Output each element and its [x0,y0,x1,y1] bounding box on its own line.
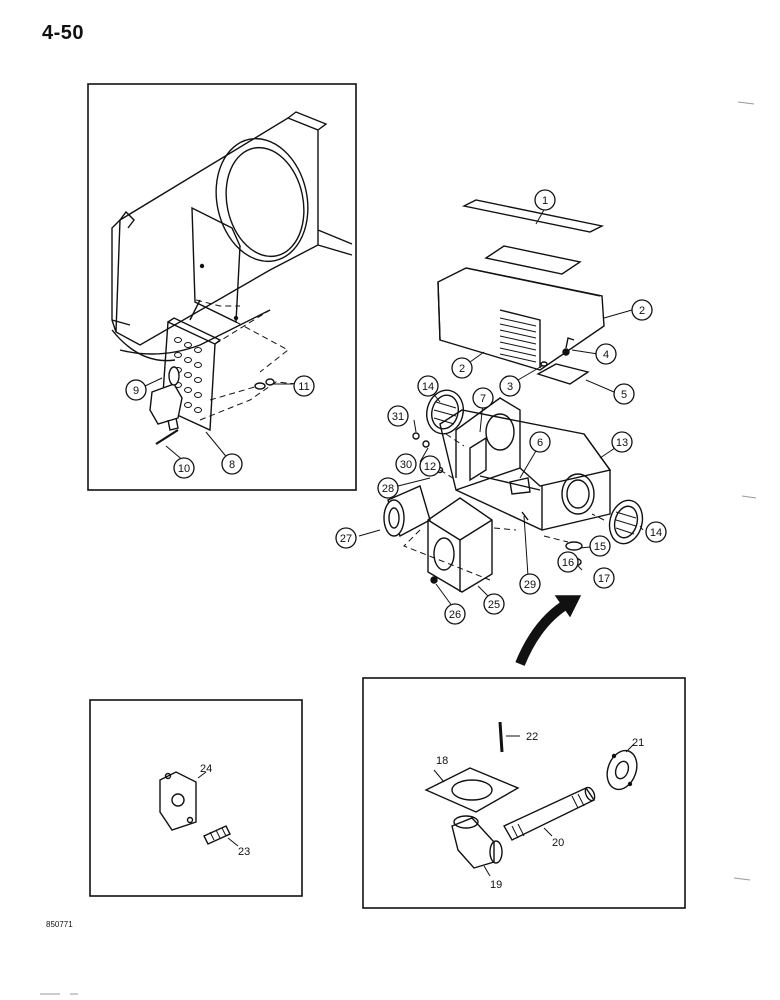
page-number: 4-50 [42,22,85,44]
page-edge-marks [40,101,757,995]
louvered-outlet-left [426,389,464,435]
callout-17: 17 [593,567,615,589]
svg-text:10: 10 [178,463,190,475]
callout-7: 7 [472,387,494,409]
callout-31: 31 [387,405,409,427]
o-ring-11 [254,378,275,390]
svg-text:13: 13 [616,437,628,449]
label-22: 22 [526,731,538,743]
document-code: 850771 [46,920,73,929]
plenum-box [427,497,493,593]
svg-text:12: 12 [424,461,436,473]
callout-27: 27 [335,527,357,549]
callout-12: 12 [419,455,441,477]
leader-24 [197,771,207,779]
callout-13: 13 [611,431,633,453]
cab-panel-drawing [111,111,353,362]
pipe-nipple-20 [503,786,596,841]
label-23: 23 [238,846,250,858]
callout-6: 6 [529,431,551,453]
callout-5: 5 [613,383,635,405]
callout-30: 30 [395,453,417,475]
fitting-23 [203,825,231,845]
svg-text:16: 16 [562,557,574,569]
lower-left-inset-frame [89,699,303,897]
leader-21 [625,743,635,753]
svg-text:14: 14 [422,381,434,393]
svg-text:15: 15 [594,541,606,553]
svg-text:17: 17 [598,573,610,585]
label-24: 24 [200,763,212,775]
clamp-and-fittings [412,432,583,584]
motor-plate [536,337,590,385]
callout-3: 3 [499,375,521,397]
svg-text:28: 28 [382,483,394,495]
label-20: 20 [552,837,564,849]
valve-body-24 [159,771,197,831]
svg-text:1: 1 [542,195,548,207]
svg-text:5: 5 [621,389,627,401]
svg-text:29: 29 [524,579,536,591]
callout-29: 29 [519,573,541,595]
upper-left-inset-frame [87,83,357,491]
svg-text:8: 8 [229,459,235,471]
callout-8: 8 [221,453,243,475]
svg-text:14: 14 [650,527,662,539]
svg-text:25: 25 [488,599,500,611]
callout-14-left: 14 [417,375,439,397]
callout-14-right: 14 [645,521,667,543]
callout-11: 11 [293,375,315,397]
callout-2-right: 2 [631,299,653,321]
assembly-lines-upper-left [195,299,299,421]
direction-arrow [515,597,573,666]
svg-text:30: 30 [400,459,412,471]
svg-text:2: 2 [459,363,465,375]
heater-housing [439,397,612,531]
leader-23 [227,837,239,847]
leader-18 [433,769,445,783]
elbow-19 [451,815,503,869]
leader-20 [543,827,553,837]
callout-28: 28 [377,477,399,499]
svg-text:11: 11 [298,381,309,393]
label-18: 18 [436,755,448,767]
svg-text:26: 26 [449,609,461,621]
leader-19 [483,865,491,877]
label-21: 21 [632,737,644,749]
screw-10 [155,429,179,445]
filter-panel [484,245,582,275]
lower-right-inset-frame [362,677,686,909]
svg-text:6: 6 [537,437,543,449]
callout-4: 4 [595,343,617,365]
svg-text:27: 27 [340,533,352,545]
heater-cover [437,267,605,371]
svg-text:31: 31 [392,411,404,423]
assembly-lines-main [403,433,605,581]
svg-text:7: 7 [480,393,486,405]
callout-26: 26 [444,603,466,625]
svg-text:9: 9 [133,385,139,397]
svg-text:3: 3 [507,381,513,393]
callout-15: 15 [589,535,611,557]
water-valve [149,366,183,431]
callout-10: 10 [173,457,195,479]
top-cover-strip [461,199,605,233]
svg-text:4: 4 [603,349,609,361]
callout-1: 1 [534,189,556,211]
flange-21 [606,749,638,791]
label-19: 19 [490,879,502,891]
callout-2-left: 2 [451,357,473,379]
access-plate [191,206,241,324]
callout-9: 9 [125,379,147,401]
duct-elbow [383,485,431,538]
blower-motor-bracket [469,436,487,482]
pin-22 [498,721,504,753]
callout-16: 16 [557,551,579,573]
gasket-18 [424,767,520,813]
svg-text:2: 2 [639,305,645,317]
louvered-outlet-right [608,499,644,545]
direction-arrow-head [554,595,582,618]
callout-25: 25 [483,593,505,615]
